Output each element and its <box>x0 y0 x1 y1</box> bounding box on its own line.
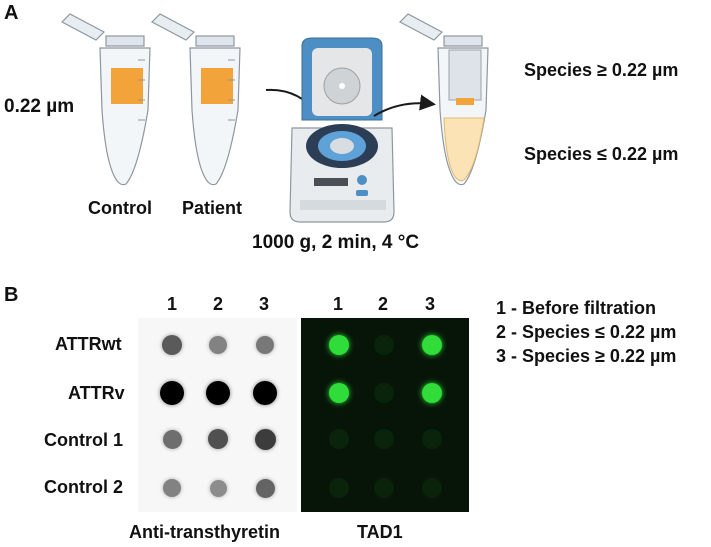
anti-ttr-dot <box>254 428 276 450</box>
anti-ttr-dot <box>209 479 227 497</box>
row-label-attrv: ATTRv <box>68 383 125 403</box>
tube-label-control: Control <box>88 198 152 218</box>
tad1-dot <box>329 478 349 498</box>
arrow-out-centrifuge <box>373 94 436 117</box>
result-filter-membrane <box>456 98 474 105</box>
anti-ttr-dot <box>163 479 181 497</box>
row-label-attrwt: ATTRwt <box>55 334 122 354</box>
legend-item-1: 1 - Before filtration <box>496 298 657 318</box>
anti-ttr-dot <box>256 336 274 354</box>
patient-tube <box>151 13 241 186</box>
tube-label-patient: Patient <box>182 198 243 218</box>
tad1-dot <box>329 429 349 449</box>
tad1-dot <box>374 335 394 355</box>
row-label-control-2: Control 2 <box>44 477 123 497</box>
anti-ttr-dot <box>160 381 184 405</box>
centrifuge-icon <box>289 37 395 223</box>
control-tube <box>61 13 151 186</box>
tad1-dot <box>329 335 349 355</box>
tad1-dot <box>374 383 394 403</box>
tad1-dot <box>422 383 442 403</box>
species-lower-label: Species ≤ 0.22 µm <box>524 144 679 164</box>
anti-ttr-dot <box>255 478 275 498</box>
legend-item-2: 2 - Species ≤ 0.22 µm <box>496 322 677 342</box>
species-upper-label: Species ≥ 0.22 µm <box>524 60 679 80</box>
filter-pore-label: 0.22 µm <box>4 96 75 117</box>
legend-item-3: 3 - Species ≥ 0.22 µm <box>496 346 677 366</box>
tad1-blot <box>301 318 469 512</box>
tad1-dot <box>329 383 349 403</box>
tad1-dot <box>422 478 442 498</box>
control-filter-membrane <box>111 68 143 104</box>
anti-ttr-dot <box>208 429 228 449</box>
lane-number: 1 <box>167 294 178 314</box>
blot-label-anti-transthyretin: Anti-transthyretin <box>129 522 281 542</box>
lane-number: 3 <box>425 294 436 314</box>
tad1-dot <box>374 429 394 449</box>
panel-a-letter: A <box>4 2 19 24</box>
anti-ttr-dot <box>206 381 230 405</box>
lane-number: 2 <box>213 294 224 314</box>
lane-number: 3 <box>259 294 270 314</box>
panel-b-letter: B <box>4 284 19 306</box>
lane-number: 1 <box>333 294 344 314</box>
anti-transthyretin-blot <box>138 318 297 512</box>
tad1-dot <box>374 478 394 498</box>
anti-ttr-dot <box>162 335 182 355</box>
tad1-dot <box>422 335 442 355</box>
anti-ttr-dot <box>162 429 182 449</box>
centrifuge-conditions: 1000 g, 2 min, 4 °C <box>252 232 420 253</box>
anti-ttr-dot <box>253 381 277 405</box>
tad1-dot <box>422 429 442 449</box>
blot-label-tad1: TAD1 <box>357 522 403 542</box>
lane-number: 2 <box>378 294 389 314</box>
result-tube <box>399 13 489 186</box>
row-label-control-1: Control 1 <box>44 430 123 450</box>
anti-ttr-dot <box>209 336 227 354</box>
patient-filter-membrane <box>201 68 233 104</box>
